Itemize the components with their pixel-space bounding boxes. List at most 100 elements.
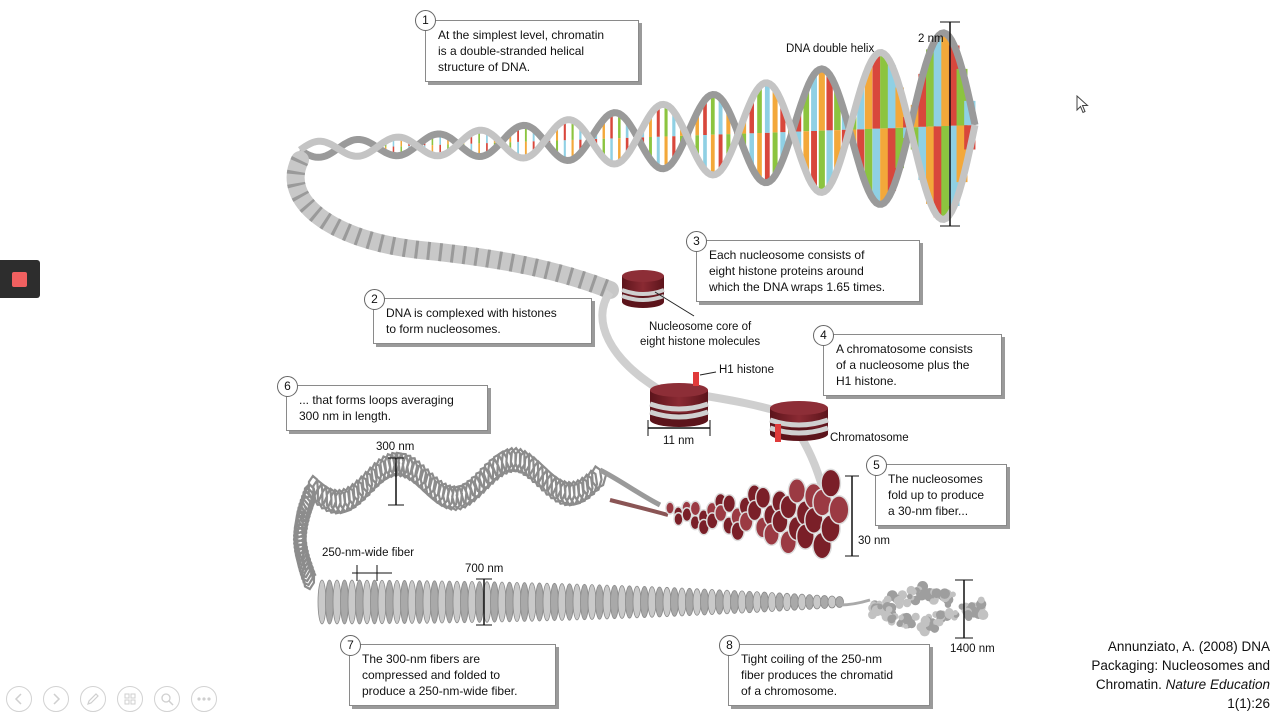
fiber-coil <box>602 584 612 620</box>
coil-strand <box>292 446 608 591</box>
fiber-coil <box>617 585 627 619</box>
callout-line: of a nucleosome plus the <box>836 358 970 372</box>
fiber-coil <box>752 591 762 613</box>
fiber-coil <box>655 586 664 618</box>
chromatin-blob <box>950 591 956 598</box>
citation-text: Chromatin. <box>1095 677 1166 692</box>
fiber-coil <box>610 584 619 620</box>
histone-disc <box>820 468 842 498</box>
fiber-coil <box>385 579 394 625</box>
chromatin-blob <box>944 609 955 619</box>
chromatin-blob <box>977 596 985 604</box>
more-icon[interactable] <box>191 686 217 712</box>
fiber-coil <box>407 580 417 624</box>
callout-1: At the simplest level, chromatin is a do… <box>425 20 639 82</box>
fiber-coil <box>400 580 409 624</box>
chromatin-blob <box>898 614 904 621</box>
fiber-coil <box>370 579 379 625</box>
fiber-coil <box>662 586 672 618</box>
fiber-coil <box>430 580 439 624</box>
label-250nm-fiber: 250-nm-wide fiber <box>322 547 415 559</box>
callout-number: 7 <box>340 635 361 656</box>
chromatin-blob <box>887 614 896 624</box>
callout-line: structure of DNA. <box>438 60 531 74</box>
fiber-coil <box>347 579 357 625</box>
chromosome <box>868 580 989 637</box>
fiber-coil <box>827 595 837 609</box>
chromatin-blob <box>903 623 909 629</box>
arrow-right-icon[interactable] <box>43 686 69 712</box>
chromatin-blob <box>968 602 976 610</box>
chromatin-blob <box>980 612 987 620</box>
callout-line: ... that forms loops averaging <box>299 393 454 407</box>
fiber-coil <box>505 581 514 623</box>
label-30nm: 30 nm <box>858 535 890 547</box>
chromatin-blob <box>906 585 916 595</box>
fiber-coil <box>565 583 574 621</box>
dna-double-helix <box>298 29 979 223</box>
fiber-coil <box>490 581 499 623</box>
fiber-coil <box>640 586 649 618</box>
fiber-coil <box>707 588 717 616</box>
chromatin-blob <box>893 596 903 606</box>
stop-recording-button[interactable] <box>0 260 40 298</box>
fiber-coil <box>467 580 477 624</box>
fiber-coil <box>715 589 724 615</box>
fiber-coil <box>362 579 372 625</box>
callout-7: The 300-nm fibers are compressed and fol… <box>349 644 556 706</box>
pen-icon[interactable] <box>80 686 106 712</box>
callout-line: The nucleosomes <box>888 472 983 486</box>
nucleosome-core <box>621 270 665 308</box>
fiber-coil <box>520 582 529 622</box>
chromatin-blob <box>877 603 883 610</box>
callout-line: At the simplest level, chromatin <box>438 28 605 42</box>
fiber-coil <box>317 579 327 625</box>
callout-line: DNA is complexed with histones <box>386 306 557 320</box>
stop-icon <box>12 272 27 287</box>
fiber-coil <box>767 592 777 612</box>
callout-line: fiber produces the chromatid <box>741 668 894 682</box>
slides-icon[interactable] <box>117 686 143 712</box>
callout-line: Each nucleosome consists of <box>709 248 865 262</box>
chromatin-blob <box>901 612 912 624</box>
chromatin-blob <box>939 588 950 599</box>
callout-number: 4 <box>813 325 834 346</box>
chromatin-blob <box>896 620 903 627</box>
dna-ribbon <box>286 151 619 299</box>
fiber-coil <box>475 581 484 623</box>
nucleosome-with-h1 <box>649 372 709 427</box>
fiber-coil <box>790 593 799 611</box>
chromatin-blob <box>935 610 946 620</box>
fiber-coil <box>700 588 709 616</box>
fiber-coil <box>497 581 507 623</box>
chromatin-blob <box>907 619 916 629</box>
fiber-coil <box>677 587 687 617</box>
citation: Annunziato, A. (2008) DNA Packaging: Nuc… <box>1040 637 1270 713</box>
callout-8: Tight coiling of the 250-nm fiber produc… <box>728 644 930 706</box>
fiber-coil <box>340 579 349 625</box>
citation-journal: Nature Education <box>1165 677 1270 692</box>
label-1400nm: 1400 nm <box>950 643 995 655</box>
fiber-coil <box>812 594 822 610</box>
fiber-coil <box>730 590 739 614</box>
fiber-coil <box>355 579 364 625</box>
chromatin-blob <box>906 593 913 600</box>
fiber-coil <box>632 585 642 619</box>
pointer-line <box>654 291 695 317</box>
zoom-icon[interactable] <box>154 686 180 712</box>
histone-disc <box>665 501 675 515</box>
label-nucleosome-core: Nucleosome core of eight histone molecul… <box>640 320 760 350</box>
chromatin-blob <box>922 619 930 628</box>
callout-line: which the DNA wraps 1.65 times. <box>709 280 886 294</box>
callout-line: of a chromosome. <box>741 684 838 698</box>
fiber-coil <box>722 589 732 615</box>
fiber-coil <box>805 594 814 610</box>
callout-number: 6 <box>277 376 298 397</box>
fiber-coil <box>782 592 792 612</box>
callout-line: H1 histone. <box>836 374 897 388</box>
callout-line: a 30-nm fiber... <box>888 504 969 518</box>
arrow-left-icon[interactable] <box>6 686 32 712</box>
callout-number: 5 <box>866 455 887 476</box>
